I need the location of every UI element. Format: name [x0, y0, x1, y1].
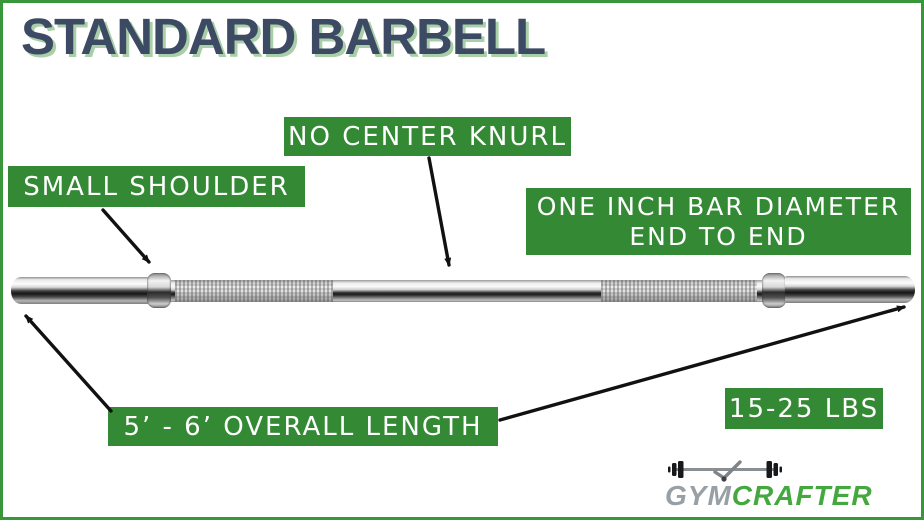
label-bar-diameter-line2: END TO END: [629, 221, 808, 251]
barbell-left-knurl: [175, 280, 333, 302]
label-small-shoulder-text: SMALL SHOULDER: [23, 171, 290, 202]
label-weight-text: 15-25 LBS: [728, 393, 880, 424]
barbell-right-sleeve: [785, 276, 915, 303]
arrow-no-center-knurl: [427, 156, 452, 267]
barbell-icon: [668, 460, 782, 482]
label-overall-length-text: 5’ - 6’ OVERALL LENGTH: [123, 411, 483, 442]
label-bar-diameter-line1: ONE INCH BAR DIAMETER: [536, 191, 901, 221]
barbell-right-knurl: [601, 280, 757, 302]
label-bar-diameter: ONE INCH BAR DIAMETER END TO END: [526, 188, 911, 255]
logo-text-crafter: CRAFTER: [731, 480, 873, 511]
label-overall-length: 5’ - 6’ OVERALL LENGTH: [108, 407, 498, 446]
logo-wordmark: GYMCRAFTER: [665, 480, 873, 512]
logo-text-gym: GYM: [665, 480, 732, 511]
barbell-left-collar: [147, 273, 171, 308]
arrow-small-shoulder: [101, 208, 151, 264]
label-small-shoulder: SMALL SHOULDER: [8, 166, 305, 207]
gymcrafter-logo: GYMCRAFTER: [651, 457, 917, 513]
label-no-center-knurl-text: NO CENTER KNURL: [288, 121, 567, 152]
barbell-right-collar: [762, 273, 786, 308]
arrow-length-left: [24, 314, 113, 413]
page-title: STANDARD BARBELL: [21, 8, 546, 65]
label-no-center-knurl: NO CENTER KNURL: [284, 117, 571, 156]
label-weight: 15-25 LBS: [725, 388, 883, 429]
barbell-left-sleeve: [11, 277, 151, 304]
